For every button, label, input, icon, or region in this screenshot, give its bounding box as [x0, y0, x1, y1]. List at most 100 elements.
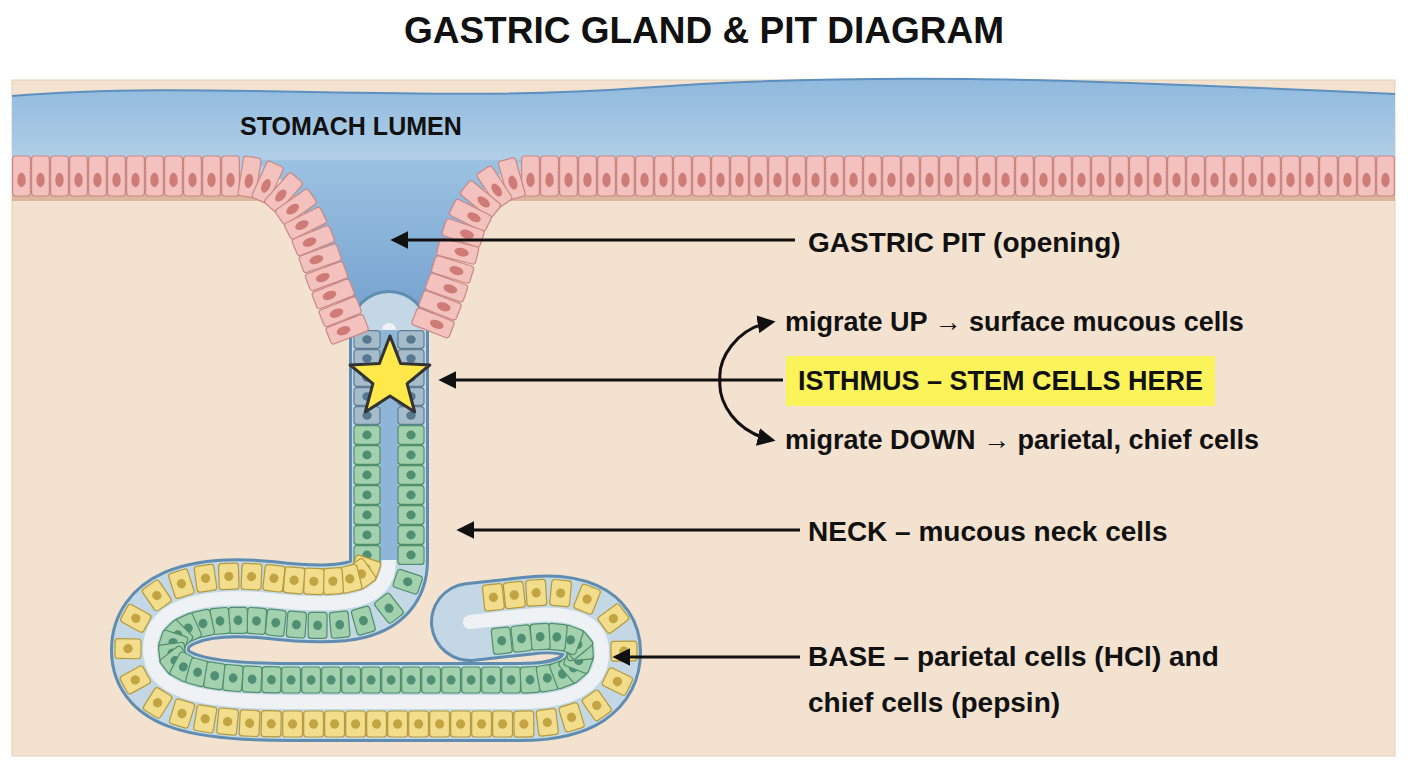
- cell-nucleus: [328, 576, 338, 586]
- leader-arrow: [616, 656, 800, 659]
- epithelial-cell: [32, 156, 50, 196]
- epithelial-cell: [398, 546, 424, 565]
- cell-nucleus: [507, 675, 516, 684]
- cell-body: [462, 667, 481, 693]
- tissue-background: [12, 80, 1395, 756]
- cell-nucleus: [590, 699, 603, 712]
- epithelial-cell: [826, 156, 844, 196]
- cell-body: [807, 156, 825, 196]
- cell-body: [218, 563, 239, 590]
- epithelial-cell: [362, 667, 381, 693]
- cell-nucleus: [367, 675, 376, 684]
- epithelial-cell: [1225, 156, 1243, 196]
- cell-nucleus: [259, 178, 273, 195]
- cell-body: [304, 568, 324, 595]
- cell-nucleus: [963, 173, 971, 187]
- epithelial-cell: [342, 667, 361, 693]
- cell-nucleus: [1248, 173, 1256, 187]
- cell-body: [541, 156, 559, 196]
- cell-nucleus: [811, 173, 819, 187]
- cell-nucleus: [247, 674, 256, 684]
- epithelial-cell: [322, 567, 343, 594]
- epithelial-cell: [374, 592, 405, 624]
- cell-body: [246, 607, 267, 634]
- epithelial-cell: [203, 156, 221, 196]
- cell-body: [845, 156, 863, 196]
- cell-nucleus: [335, 620, 345, 630]
- cell-body: [362, 667, 381, 693]
- cell-body: [921, 156, 939, 196]
- cell-nucleus: [536, 632, 545, 642]
- cell-nucleus: [1210, 173, 1218, 187]
- epithelial-cell: [325, 314, 369, 345]
- cell-nucleus: [330, 719, 339, 728]
- cell-body: [304, 711, 324, 737]
- cell-body: [120, 603, 152, 633]
- epithelial-cell: [541, 156, 559, 196]
- cell-nucleus: [289, 575, 299, 585]
- cell-body: [530, 623, 550, 650]
- epithelial-cell: [193, 704, 217, 733]
- epithelial-cell: [246, 607, 267, 634]
- cell-nucleus: [556, 588, 566, 598]
- cell-nucleus: [245, 718, 255, 728]
- epithelial-cell: [322, 667, 341, 693]
- migration-note: migrate DOWN → parietal, chief cells: [785, 424, 1259, 456]
- cell-nucleus: [611, 675, 623, 687]
- cell-nucleus: [301, 236, 318, 249]
- epithelial-cell: [1206, 156, 1224, 196]
- cell-nucleus: [36, 173, 44, 187]
- cell-body: [89, 156, 107, 196]
- cell-nucleus: [607, 612, 620, 625]
- cell-nucleus: [517, 633, 527, 643]
- cell-body: [1339, 156, 1357, 196]
- cell-body: [239, 710, 260, 737]
- cell-body: [674, 156, 692, 196]
- cell-nucleus: [487, 675, 496, 684]
- epithelial-cell: [1301, 156, 1319, 196]
- cell-body: [1282, 156, 1300, 196]
- cell-body: [409, 711, 429, 737]
- cell-body: [579, 156, 597, 196]
- cell-body: [354, 486, 380, 505]
- cell-nucleus: [477, 719, 486, 728]
- epithelial-cell: [978, 156, 996, 196]
- cell-nucleus: [406, 551, 415, 560]
- cell-body: [13, 156, 31, 196]
- epithelial-cell: [229, 607, 248, 633]
- leader-arrow: [442, 379, 783, 382]
- epithelial-cell: [282, 667, 301, 693]
- epithelial-cell: [536, 708, 559, 736]
- cell-nucleus: [1362, 173, 1370, 187]
- epithelial-cell: [13, 156, 31, 196]
- cell-body: [940, 156, 958, 196]
- epithelial-cell: [409, 711, 429, 737]
- cell-nucleus: [542, 673, 552, 684]
- cell-layers: [12, 156, 1395, 737]
- epithelial-cell: [502, 667, 521, 693]
- cell-body: [351, 606, 376, 636]
- cell-nucleus: [93, 173, 101, 187]
- cell-nucleus: [271, 618, 281, 628]
- epithelial-cell: [940, 156, 958, 196]
- epithelial-cell: [223, 664, 244, 692]
- cell-nucleus: [583, 173, 591, 187]
- epithelial-cell: [1187, 156, 1205, 196]
- epithelial-cell: [354, 446, 380, 465]
- cell-body: [241, 563, 262, 590]
- cell-body: [115, 639, 141, 659]
- cell-nucleus: [309, 719, 318, 728]
- leader-arrow: [394, 239, 795, 242]
- cell-body: [392, 569, 423, 595]
- cell-body: [422, 667, 441, 693]
- epithelial-cell: [308, 612, 327, 638]
- cell-body: [491, 627, 512, 655]
- cell-nucleus: [1115, 173, 1123, 187]
- epithelial-cell: [398, 466, 424, 485]
- cell-nucleus: [1077, 173, 1085, 187]
- cell-body: [731, 156, 749, 196]
- cell-body: [526, 579, 547, 606]
- cell-nucleus: [509, 590, 519, 600]
- cell-body: [750, 156, 768, 196]
- cell-body: [354, 466, 380, 485]
